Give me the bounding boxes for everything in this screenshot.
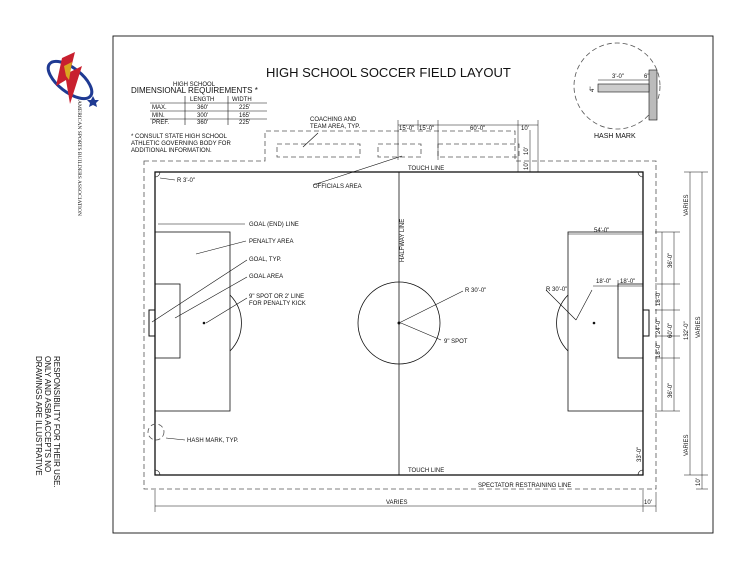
label-spot-1: 9" SPOT OR 2' LINE (249, 294, 304, 300)
dim-18b: 18'-0" (620, 279, 635, 285)
hash-mark-detail (573, 42, 661, 130)
dim-60v: 60'-0" (668, 323, 674, 338)
label-coaching-1: COACHING AND (310, 117, 357, 123)
leader-lines (151, 132, 593, 441)
label-spot-2: FOR PENALTY KICK (249, 301, 306, 307)
penalty-area-left (154, 231, 231, 412)
label-coaching-2: TEAM AREA, TYP. (310, 124, 360, 130)
req-row-pref-length: 360' (197, 120, 208, 126)
penalty-spot-right (592, 321, 596, 325)
logo-flame-gold (64, 62, 72, 80)
req-row-max-width: 225' (239, 105, 250, 111)
label-hash-mark: HASH MARK (594, 133, 636, 140)
goal-area-left (154, 283, 181, 359)
sheet-border (112, 35, 714, 534)
label-touch-bottom: TOUCH LINE (408, 468, 444, 474)
dim-15a: 15'-0" (399, 126, 414, 132)
label-penalty-area: PENALTY AREA (249, 239, 293, 245)
label-center-radius: R 30'-0" (465, 288, 486, 294)
req-heading-2: DIMENSIONAL REQUIREMENTS * (131, 86, 258, 95)
label-officials: OFFICIALS AREA (313, 184, 362, 190)
disclaimer-line-3: RESPONSIBILITY FOR THEIR USE. (52, 356, 61, 488)
coaching-area-left (276, 143, 361, 158)
officials-area (377, 143, 422, 158)
dim-varies-bottom: VARIES (386, 500, 408, 506)
label-hash-typ: HASH MARK, TYP. (187, 438, 239, 444)
dim-54: 54'-0" (594, 228, 609, 234)
req-heading-1: HIGH SCHOOL (173, 82, 216, 88)
req-note-2: ATHLETIC GOVERNING BODY FOR (131, 141, 231, 147)
dimension-lines (154, 120, 708, 512)
disclaimer-line-2: ONLY AND ASBA ACCEPTS NO (43, 356, 52, 472)
corner-arc-bl (154, 469, 161, 476)
label-touch-top: TOUCH LINE (408, 166, 444, 172)
req-row-min-label: MIN. (152, 113, 165, 119)
req-row-max-length: 360' (197, 105, 208, 111)
label-arc-radius: R 30'-0" (546, 287, 567, 293)
dim-hash-4: 4" (590, 87, 596, 92)
req-row-min-length: 300' (197, 113, 208, 119)
dim-24: 24'-0" (656, 319, 662, 334)
label-corner-radius: R 3'-0" (177, 178, 195, 184)
dim-33: 33'-0" (637, 447, 643, 462)
req-col-width: WIDTH (232, 97, 252, 103)
req-row-pref-width: 225' (239, 120, 250, 126)
dim-varies-right-2: VARIES (696, 316, 702, 338)
disclaimer-line-1: DRAWINGS ARE ILLUSTRATIVE (34, 356, 43, 476)
hash-detail-field-edge (648, 69, 658, 121)
dim-10-bottom: 10' (696, 478, 702, 486)
penalty-arc-right (556, 294, 569, 352)
requirements-table: HIGH SCHOOL DIMENSIONAL REQUIREMENTS * L… (131, 82, 267, 154)
dim-10-right: 10' (644, 500, 652, 506)
req-col-length: LENGTH (190, 97, 214, 103)
req-note-1: * CONSULT STATE HIGH SCHOOL (131, 134, 228, 140)
penalty-spot-left (202, 321, 206, 325)
dim-36b: 36'-0" (668, 383, 674, 398)
dim-18d: 18'-0" (656, 343, 662, 358)
dim-hash-3: 3'-0" (612, 74, 624, 80)
corner-arc-br (637, 469, 644, 476)
penalty-area-right (567, 231, 644, 412)
label-goal-area: GOAL AREA (249, 274, 283, 280)
req-note-3: ADDITIONAL INFORMATION. (131, 148, 212, 154)
dim-15b: 15'-0" (419, 126, 434, 132)
dim-18a: 18'-0" (596, 279, 611, 285)
page-title: HIGH SCHOOL SOCCER FIELD LAYOUT (266, 65, 511, 80)
dim-36a: 36'-0" (668, 253, 674, 268)
label-goal-typ: GOAL, TYP. (249, 257, 282, 263)
req-row-min-width: 165' (239, 113, 250, 119)
center-circle (357, 281, 441, 365)
goal-area-right (617, 283, 644, 359)
logo-text: AMERICAN SPORTS BUILDERS ASSOCIATION (76, 100, 82, 216)
dim-10c: 10' (524, 162, 530, 170)
dim-132: 132'-0" (684, 321, 690, 340)
dim-10a: 10' (521, 126, 529, 132)
dim-60: 60'-0" (470, 126, 485, 132)
dim-18c: 18'-0" (656, 291, 662, 306)
disclaimer: DRAWINGS ARE ILLUSTRATIVE ONLY AND ASBA … (34, 356, 61, 488)
label-center-spot: 9" SPOT (444, 339, 468, 345)
logo-star-icon (87, 96, 99, 107)
req-row-max-label: MAX. (152, 105, 167, 111)
req-row-pref-label: PREF. (152, 120, 169, 126)
goal-left (148, 309, 156, 337)
corner-arc-tr (637, 171, 644, 178)
label-goal-line: GOAL (END) LINE (249, 222, 299, 228)
label-restraining: SPECTATOR RESTRAINING LINE (478, 483, 571, 489)
goal-right (642, 309, 650, 337)
dim-hash-6: 6" (644, 74, 649, 80)
hash-mark-callout-circle (147, 423, 165, 441)
spectator-restraining-line (143, 130, 657, 490)
asba-logo: AMERICAN SPORTS BUILDERS ASSOCIATION (46, 52, 99, 216)
coaching-area-right (437, 143, 520, 158)
corner-arc-tl (154, 171, 161, 178)
dim-10b: 10' (524, 147, 530, 155)
hash-detail-circle (573, 42, 661, 130)
dim-varies-right-3: VARIES (684, 434, 690, 456)
hash-detail-mark (597, 83, 650, 93)
dim-varies-right-1: VARIES (684, 194, 690, 216)
penalty-arc-left (229, 294, 242, 352)
label-halfway: HALFWAY LINE (400, 219, 406, 262)
